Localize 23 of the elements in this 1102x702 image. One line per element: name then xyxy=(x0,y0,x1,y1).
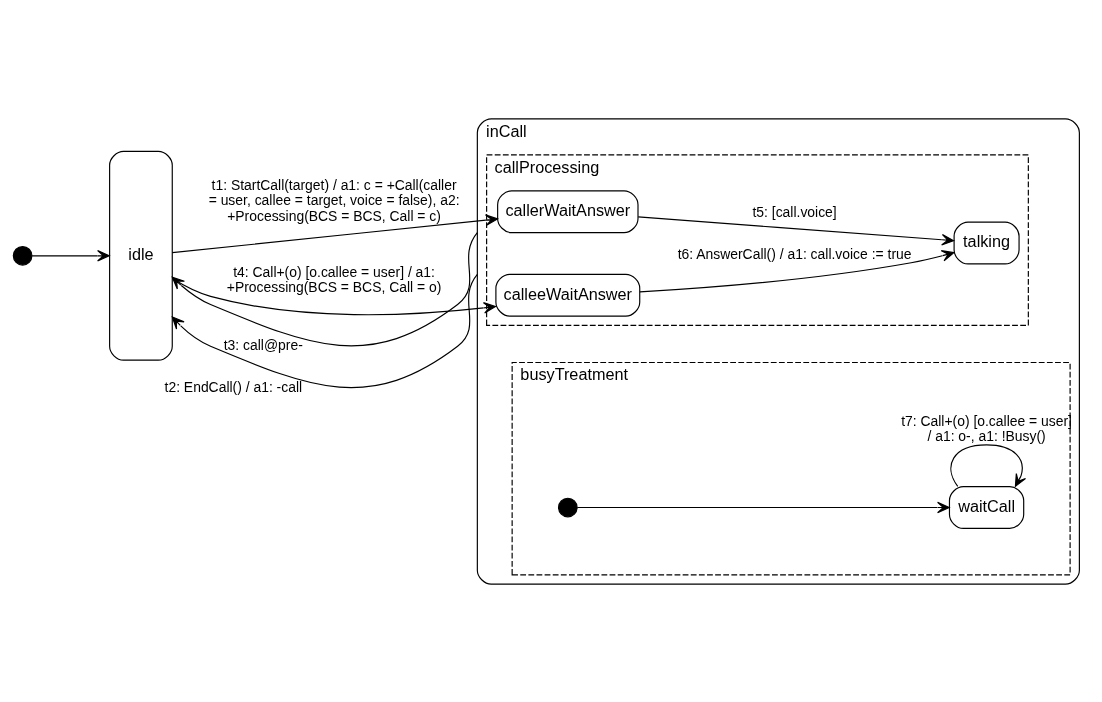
node-box: waitCall xyxy=(948,485,1025,529)
node-box: calleeWaitAnswer xyxy=(495,273,641,317)
node-box: talking xyxy=(953,221,1020,264)
edge-label: t5: [call.voice] xyxy=(752,203,837,220)
edge-label: t4: Call+(o) [o.callee = user] / a1: +Processing(BCS = BCS, Call = o) xyxy=(226,263,442,295)
arrow xyxy=(637,215,955,246)
arrow xyxy=(31,249,110,262)
arrow xyxy=(576,501,950,513)
arrow xyxy=(171,231,478,346)
node-box: callerWaitAnswer xyxy=(497,189,639,233)
edge-label: t1: StartCall(target) / a1: c = +Call(caller = user, callee = target, voice = false), a2: +Processing(BCS = BCS, Call = c) xyxy=(208,176,460,224)
arrow xyxy=(171,213,499,253)
arrow xyxy=(639,249,955,292)
arrow xyxy=(171,277,497,315)
arrow xyxy=(950,443,1027,487)
node-box: idle xyxy=(109,150,173,361)
arrow xyxy=(171,273,478,388)
edge-label: t7: Call+(o) [o.callee = user] / a1: o-, a1: !Busy() xyxy=(901,412,1072,444)
edge-label: t6: AnswerCall() / a1: call.voice := true xyxy=(677,245,912,262)
edge-label: t2: EndCall() / a1: -call xyxy=(164,378,303,395)
node-circle xyxy=(12,245,33,266)
edge-label: t3: call@pre- xyxy=(223,336,303,353)
node-circle xyxy=(557,497,578,517)
